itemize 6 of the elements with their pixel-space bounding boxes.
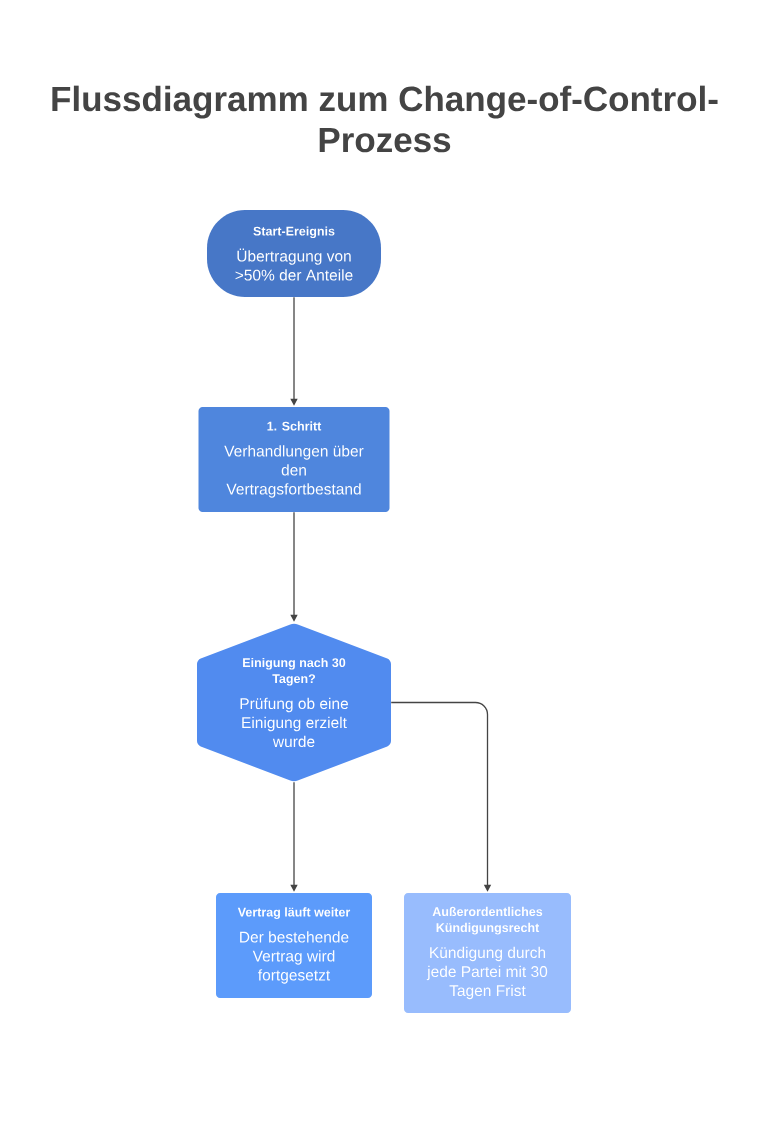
- process-box: 1. Schritt Verhandlungen über den Vertragsfortbestand: [198, 407, 390, 512]
- process-box: Außerordentliches Kündigungsrecht Kündigung durch jede Partei mit 30 Tagen Frist: [404, 893, 571, 1013]
- decision-hexagon: Einigung nach 30 Tagen? Prüfung ob eine Einigung erzielt wurde: [197, 623, 391, 782]
- title: Flussdiagramm zum Change-of-Control-Prozess: [52, 85, 718, 153]
- process-box: Vertrag läuft weiter Der bestehende Vertrag wird fortgesetzt: [216, 893, 372, 998]
- start-terminal: Start-Ereignis Übertragung von >50% der Anteile: [207, 210, 381, 297]
